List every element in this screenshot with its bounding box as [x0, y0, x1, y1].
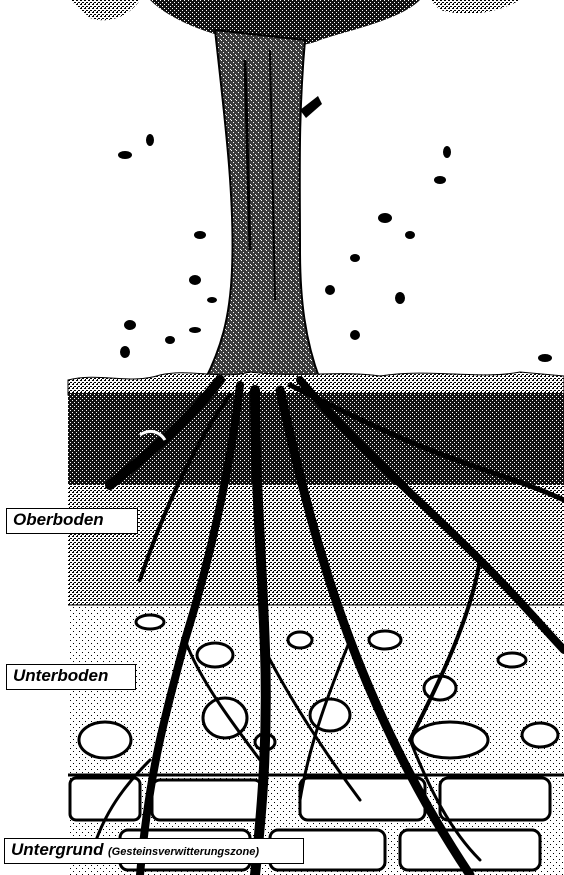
unterboden-label: Unterboden	[6, 664, 136, 690]
subsoil-layer	[68, 605, 564, 775]
oberboden-text: Oberboden	[13, 510, 104, 529]
untergrund-note: (Gesteinsverwitterungszone)	[108, 846, 259, 858]
oberboden-label: Oberboden	[6, 508, 138, 534]
unterboden-text: Unterboden	[13, 666, 108, 685]
untergrund-text: Untergrund	[11, 840, 104, 859]
untergrund-label: Untergrund (Gesteinsverwitterungszone)	[4, 838, 304, 864]
